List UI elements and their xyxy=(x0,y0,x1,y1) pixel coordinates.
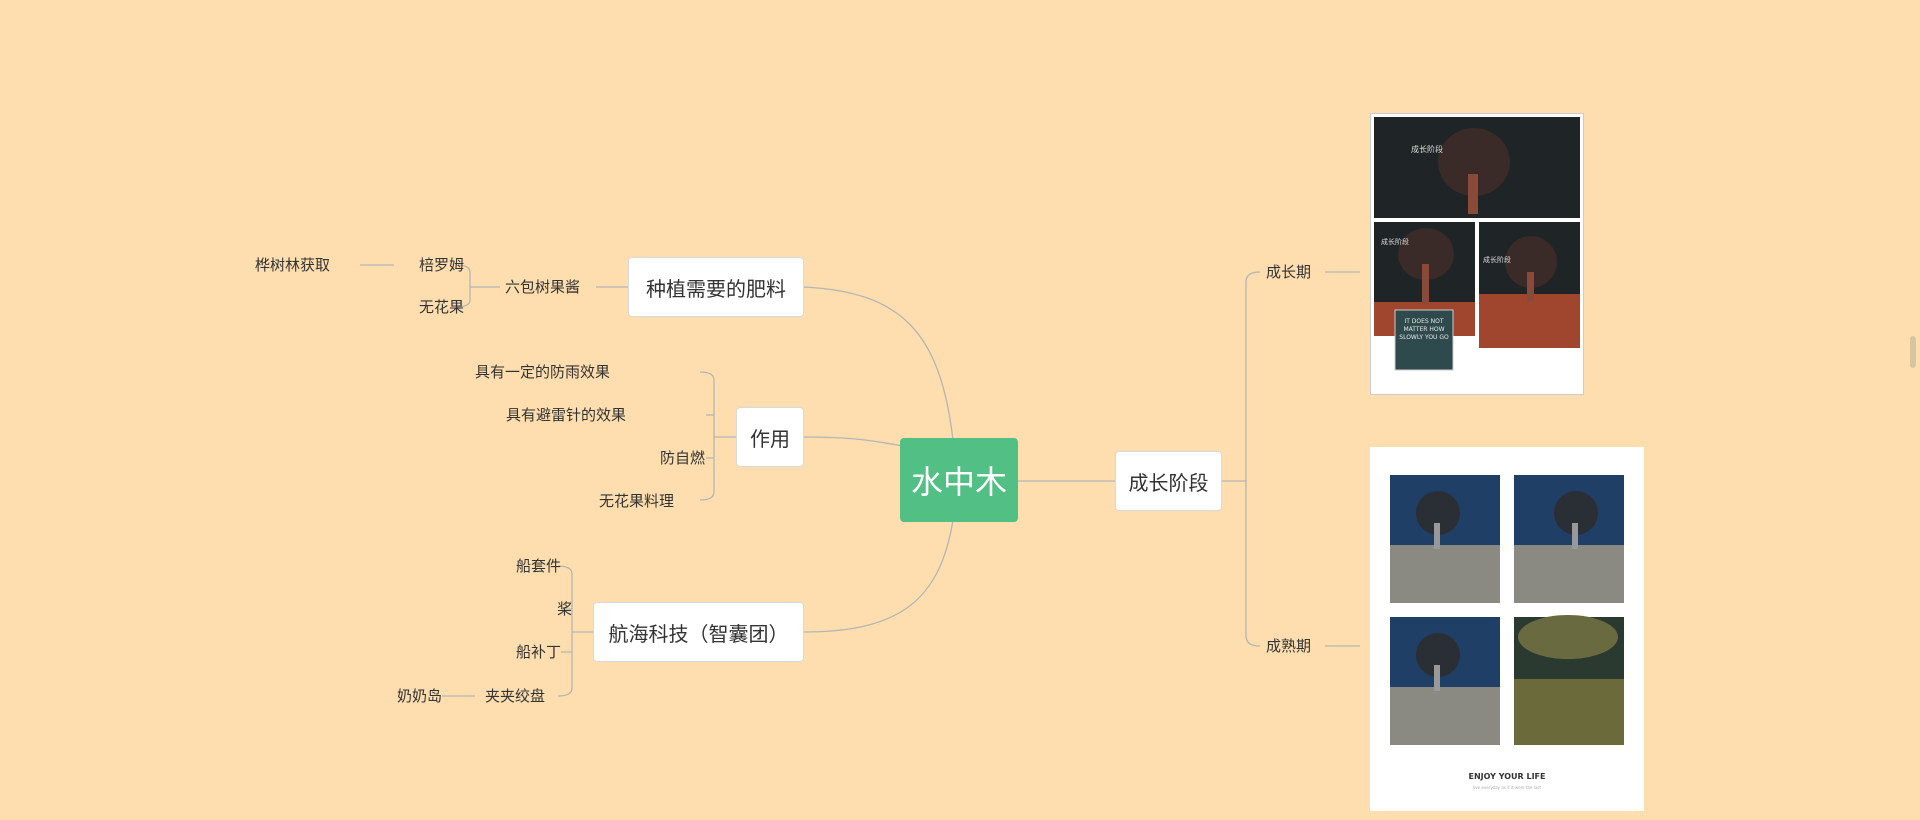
root-node[interactable]: 水中木 xyxy=(900,438,1018,522)
leaf-boat-patch[interactable]: 船补丁 xyxy=(515,643,561,661)
leaf-usage-rain[interactable]: 具有一定的防雨效果 xyxy=(474,363,610,381)
leaf-clip-winch[interactable]: 夹夹绞盘 xyxy=(484,687,545,705)
leaf-fig[interactable]: 无花果 xyxy=(418,298,464,316)
bracket-usage xyxy=(699,371,715,501)
node-tech[interactable]: 航海科技（智囊团） xyxy=(593,602,804,662)
root-label: 水中木 xyxy=(910,463,1007,501)
leaf-jam[interactable]: 六包树果酱 xyxy=(505,278,581,296)
growth-caption-3: 成长阶段 xyxy=(1483,255,1511,264)
connector-root-fertilizer xyxy=(803,286,954,441)
leaf-oar[interactable]: 桨 xyxy=(556,600,572,618)
growth-caption-2: 成长阶段 xyxy=(1381,237,1409,246)
node-usage-label: 作用 xyxy=(750,426,790,451)
connector-root-tech xyxy=(803,519,954,633)
leaf-lomu[interactable]: 棓罗姆 xyxy=(418,256,464,274)
growth-sign-text: IT DOES NOT MATTER HOW SLOWLY YOU GO xyxy=(1399,318,1449,341)
leaf-birch-source[interactable]: 桦树林获取 xyxy=(254,256,330,274)
leaf-boat-kit[interactable]: 船套件 xyxy=(515,557,561,575)
leaf-usage-fig-dish[interactable]: 无花果料理 xyxy=(598,492,674,510)
connector-root-usage xyxy=(803,436,904,447)
node-fertilizer-label: 种植需要的肥料 xyxy=(646,276,786,301)
node-growth-stage[interactable]: 成长阶段 xyxy=(1115,451,1222,511)
growth-stage-image[interactable]: 成长阶段 成长阶段 成长阶段 IT DOES NOT MATTER HOW SL… xyxy=(1370,113,1584,395)
node-growth-stage-label: 成长阶段 xyxy=(1128,470,1209,495)
growth-caption-1: 成长阶段 xyxy=(1411,144,1443,154)
mature-footer-text: ENJOY YOUR LIFE xyxy=(1469,772,1546,781)
leaf-usage-lightning[interactable]: 具有避雷针的效果 xyxy=(505,406,626,424)
leaf-grandma-island[interactable]: 奶奶岛 xyxy=(396,687,442,705)
leaf-mature-period[interactable]: 成熟期 xyxy=(1266,637,1312,655)
bracket-tech xyxy=(557,565,573,697)
node-tech-label: 航海科技（智囊团） xyxy=(608,621,789,646)
mature-stage-image[interactable]: ENJOY YOUR LIFE live everyday as if it w… xyxy=(1370,447,1644,811)
leaf-growth-period[interactable]: 成长期 xyxy=(1266,263,1312,281)
mature-stage-illustration: ENJOY YOUR LIFE live everyday as if it w… xyxy=(1390,475,1624,790)
bracket-stage xyxy=(1245,271,1261,647)
mature-subfooter-text: live everyday as if it were the last xyxy=(1473,785,1541,790)
bracket-fertilizer xyxy=(455,264,471,308)
vertical-scrollbar-thumb[interactable] xyxy=(1910,336,1916,368)
leaf-usage-fire[interactable]: 防自燃 xyxy=(659,449,705,467)
node-fertilizer[interactable]: 种植需要的肥料 xyxy=(628,257,804,317)
node-usage[interactable]: 作用 xyxy=(736,407,804,467)
growth-stage-illustration: 成长阶段 成长阶段 成长阶段 IT DOES NOT MATTER HOW SL… xyxy=(1374,117,1580,371)
